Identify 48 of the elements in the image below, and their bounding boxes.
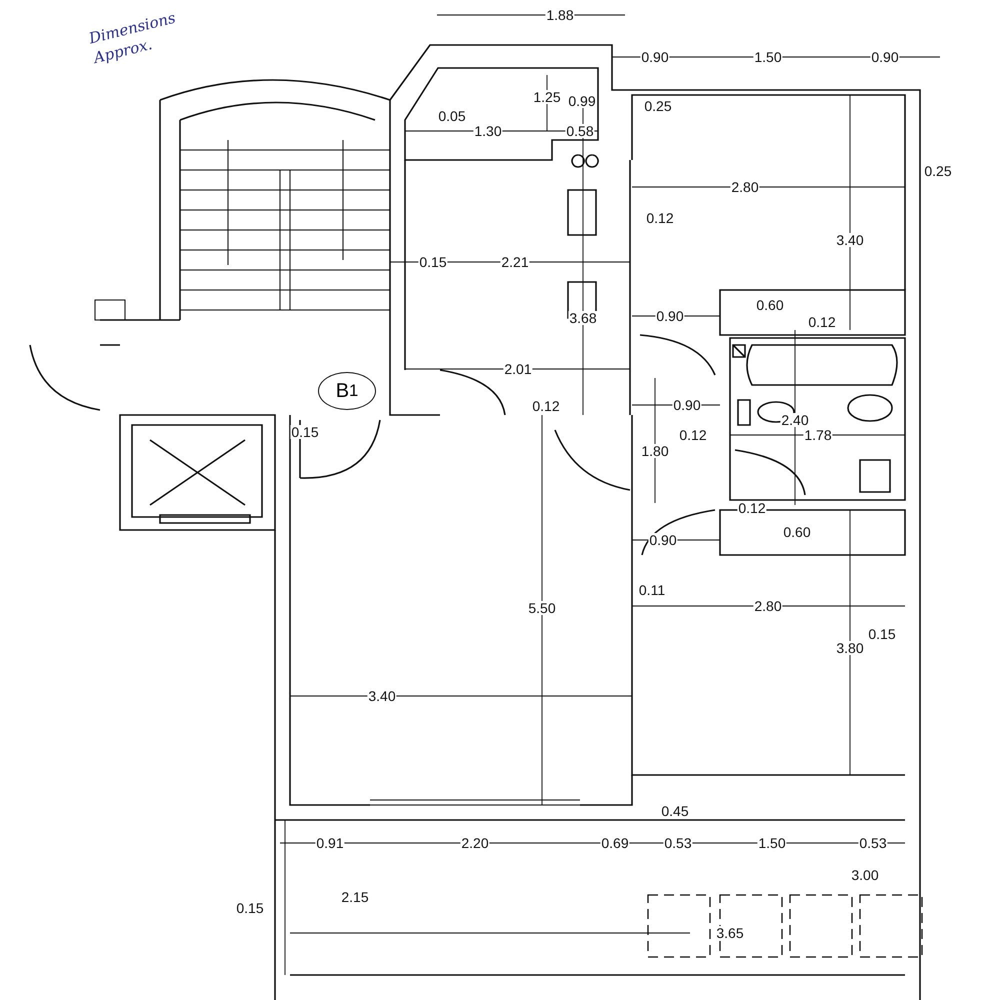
dimension-label: 2.15 bbox=[340, 890, 370, 904]
dimension-label: 5.50 bbox=[527, 601, 557, 615]
dimension-label: 0.53 bbox=[663, 836, 693, 850]
dimension-label: 3.40 bbox=[367, 689, 397, 703]
dimension-label: 3.80 bbox=[835, 641, 865, 655]
dimension-label: 0.12 bbox=[531, 399, 561, 413]
dimension-label: 0.90 bbox=[672, 398, 702, 412]
dimension-label: 1.50 bbox=[757, 836, 787, 850]
dimension-label: 0.25 bbox=[643, 99, 673, 113]
dimension-label: 3.65 bbox=[715, 926, 745, 940]
dimension-label: 2.01 bbox=[503, 362, 533, 376]
dimension-label: 0.90 bbox=[870, 50, 900, 64]
dimension-label: 0.15 bbox=[235, 901, 265, 915]
dimension-label: 2.20 bbox=[460, 836, 490, 850]
dimension-label: 2.21 bbox=[500, 255, 530, 269]
dimension-label: 1.80 bbox=[640, 444, 670, 458]
dimension-label: 0.12 bbox=[807, 315, 837, 329]
dimension-label: 0.05 bbox=[437, 109, 467, 123]
dimension-label: 0.11 bbox=[638, 583, 666, 597]
dimension-label: 0.12 bbox=[645, 211, 675, 225]
dimension-label: 3.68 bbox=[568, 311, 598, 325]
dimension-label: 3.00 bbox=[850, 868, 880, 882]
dimension-label: 0.90 bbox=[648, 533, 678, 547]
dimension-label: 0.53 bbox=[858, 836, 888, 850]
dimension-label: 0.91 bbox=[315, 836, 345, 850]
dimension-label: 0.45 bbox=[660, 804, 690, 818]
dimension-label: 0.15 bbox=[418, 255, 448, 269]
dimension-label: 1.50 bbox=[753, 50, 783, 64]
dimension-label: 0.60 bbox=[782, 525, 812, 539]
dimension-label: 2.80 bbox=[730, 180, 760, 194]
dimension-label: 0.15 bbox=[290, 425, 320, 439]
dimension-label: 0.12 bbox=[737, 501, 767, 515]
dimension-label: 0.99 bbox=[567, 94, 597, 108]
dimension-label: 0.15 bbox=[867, 627, 897, 641]
dimension-label: 2.80 bbox=[753, 599, 783, 613]
dimension-label: 0.60 bbox=[755, 298, 785, 312]
dimension-label: 1.88 bbox=[545, 8, 575, 22]
dimension-label: 1.78 bbox=[803, 428, 833, 442]
dimension-label: 0.90 bbox=[655, 309, 685, 323]
dimension-label: 1.25 bbox=[532, 90, 562, 104]
dimension-label: 2.40 bbox=[780, 413, 810, 427]
dimension-label: 0.25 bbox=[923, 164, 953, 178]
dimension-label: 3.40 bbox=[835, 233, 865, 247]
dimension-label: 0.58 bbox=[565, 124, 595, 138]
dimension-label: 1.30 bbox=[473, 124, 503, 138]
dimension-label: 0.12 bbox=[678, 428, 708, 442]
dimension-label: 0.69 bbox=[600, 836, 630, 850]
dimension-label: 0.90 bbox=[640, 50, 670, 64]
